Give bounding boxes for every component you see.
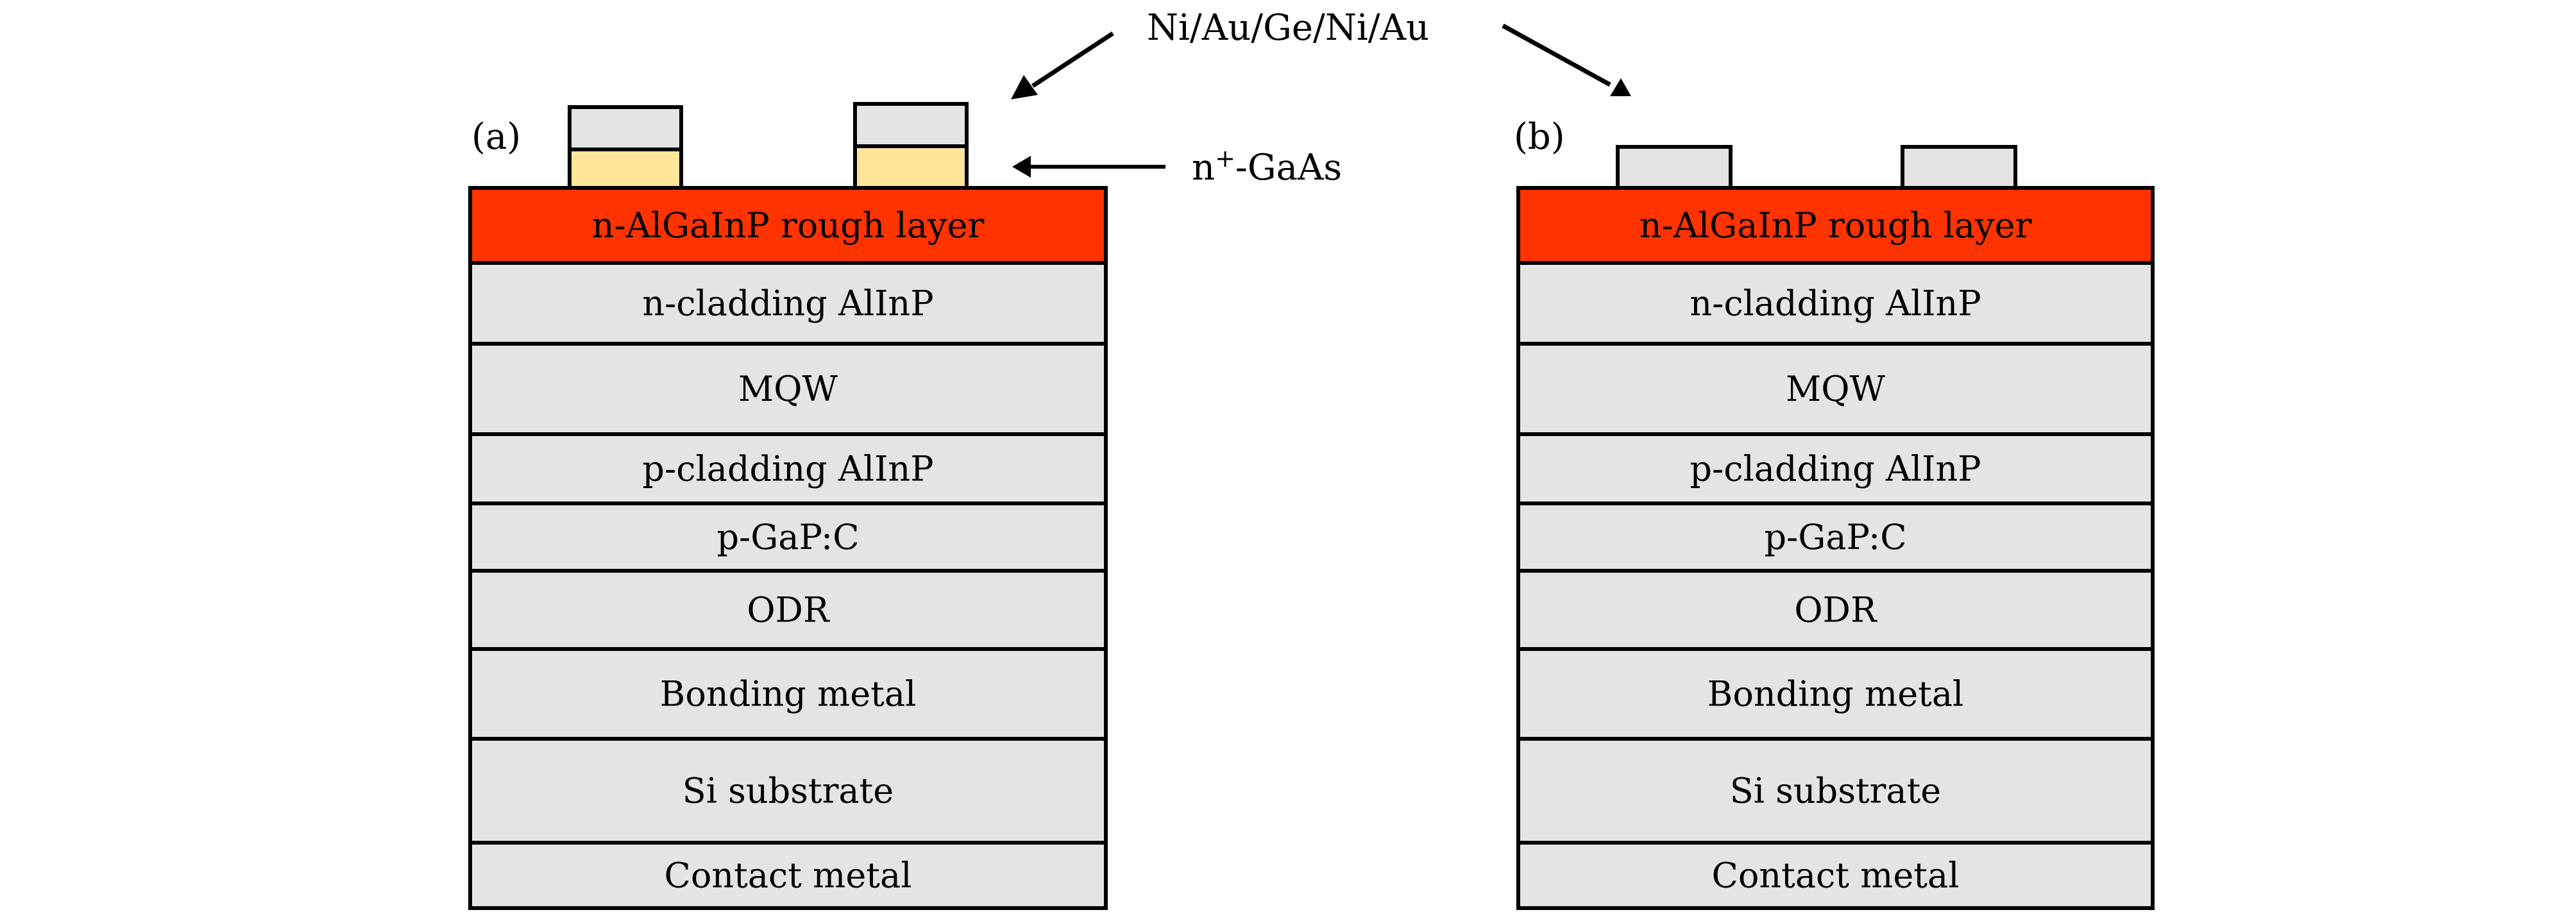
layer-label: n-AlGaInP rough layer <box>1640 205 2032 246</box>
layer-p-gap-c <box>468 502 1108 573</box>
layer-p-cladding-alinp <box>468 432 1108 505</box>
metal-stack-label: Ni/Au/Ge/Ni/Au <box>1147 7 1429 49</box>
contact-right <box>853 102 969 190</box>
metal-arrow-left <box>1011 31 1114 99</box>
gaas-cap-arrow <box>1012 156 1165 178</box>
layer-mqw <box>1516 342 2155 436</box>
layer-odr <box>1516 569 2155 651</box>
layer-label: Contact metal <box>1712 856 1960 896</box>
layer-bonding-metal <box>468 647 1108 741</box>
metal-arrow-right <box>1502 23 1631 96</box>
layer-label: Contact metal <box>665 856 912 896</box>
layer-label: Si substrate <box>682 771 894 811</box>
layer-contact-metal <box>1516 841 2155 910</box>
layer-label: Si substrate <box>1730 771 1942 811</box>
panel-label: (a) <box>471 116 521 158</box>
gaas-cap-layer <box>853 144 969 190</box>
layer-p-gap-c <box>1516 502 2155 573</box>
layer-p-cladding-alinp <box>1516 432 2155 505</box>
layer-label: p-cladding AlInP <box>1690 449 1981 489</box>
layer-n-cladding-alinp <box>1516 261 2155 346</box>
layer-label: ODR <box>1794 590 1877 630</box>
layer-mqw <box>468 342 1108 436</box>
gaas-cap-label: n+-GaAs <box>1192 144 1342 189</box>
layer-label: p-GaP:C <box>1764 517 1906 557</box>
layer-label: p-GaP:C <box>716 517 859 557</box>
arrowhead-icon <box>1012 156 1031 178</box>
panel-b: (b) n-AlGaInP rough layer n-cladding AlIn… <box>1514 116 2155 910</box>
layer-label: n-cladding AlInP <box>1690 283 1981 324</box>
metal-contact <box>853 102 969 148</box>
arrowhead-icon <box>1610 78 1631 96</box>
layer-stack: n-AlGaInP rough layer n-cladding AlInP MQW… <box>1516 186 2155 910</box>
metal-contact <box>1616 145 1733 190</box>
gaas-cap-layer <box>568 148 683 190</box>
metal-contact <box>1901 145 2017 190</box>
layer-label: Bonding metal <box>1707 674 1964 714</box>
layer-label: MQW <box>1786 369 1886 409</box>
layer-contact-metal <box>468 841 1108 910</box>
layer-label: n-AlGaInP rough layer <box>592 205 985 246</box>
layer-label: n-cladding AlInP <box>642 283 933 324</box>
layer-n-algainp-rough-layer <box>468 186 1108 265</box>
layer-label: p-cladding AlInP <box>642 449 933 489</box>
layer-n-cladding-alinp <box>468 261 1108 346</box>
metal-contact <box>568 105 683 151</box>
layer-label: MQW <box>738 369 838 409</box>
layer-si-substrate <box>1516 737 2155 845</box>
panel-label: (b) <box>1514 116 1565 158</box>
panel-a: (a) n-AlGaInP rough layer n-cladding AlIn… <box>468 102 1108 910</box>
arrowhead-icon <box>1011 75 1038 99</box>
layer-stack: n-AlGaInP rough layer n-cladding AlInP MQW… <box>468 186 1108 910</box>
layer-label: Bonding metal <box>660 674 917 714</box>
layer-odr <box>468 569 1108 651</box>
contact-left <box>568 105 683 190</box>
layer-label: ODR <box>747 590 830 630</box>
